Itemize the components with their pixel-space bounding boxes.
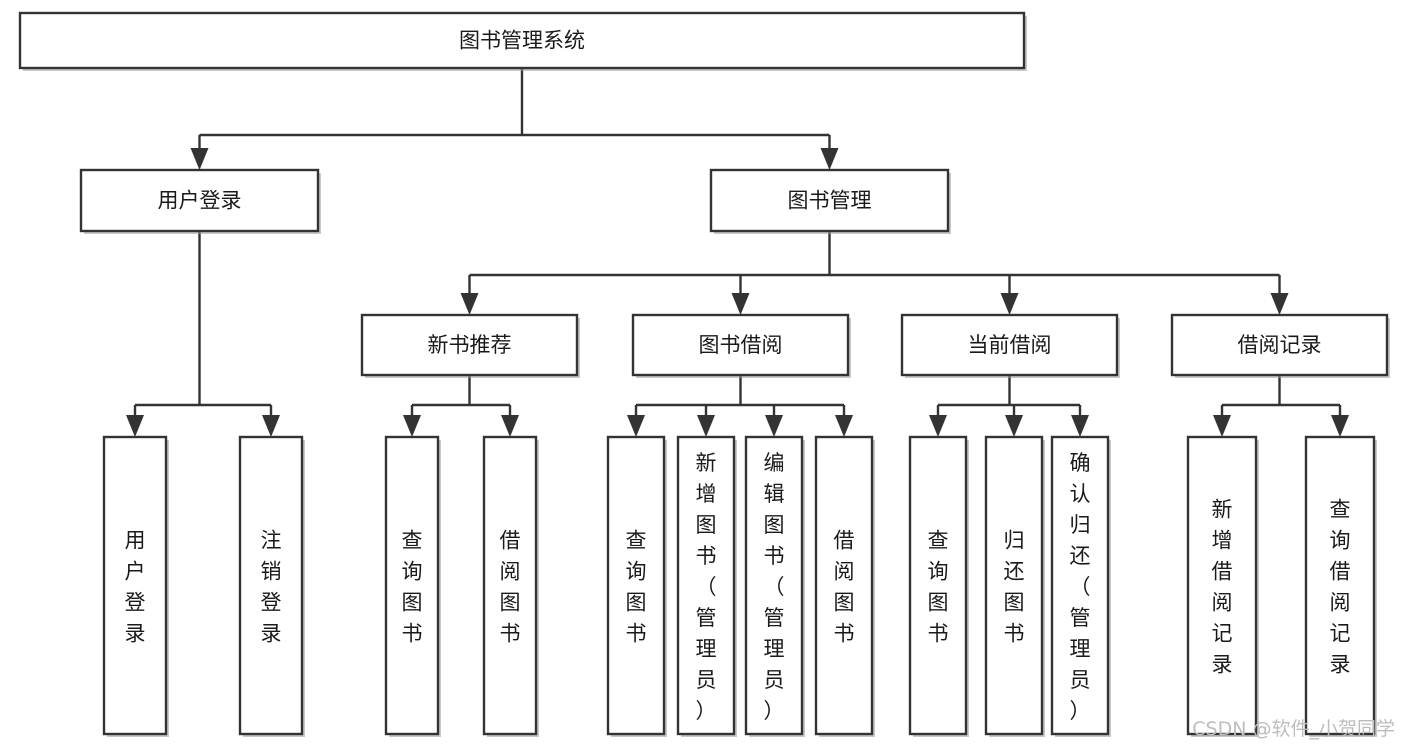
node-leaf-query-book-3[interactable]: 查询图书 (908, 435, 969, 737)
node-leaf-edit-book-label: 编辑图书（管理员） (764, 451, 785, 723)
node-new-book-recommend-label: 新书推荐 (428, 333, 512, 357)
node-user-login-label: 用户登录 (158, 189, 242, 213)
node-borrow-record[interactable]: 借阅记录 (1170, 313, 1390, 378)
node-leaf-user-login[interactable]: 用户登录 (102, 435, 169, 737)
node-leaf-add-record-label: 新增借阅记录 (1212, 498, 1233, 677)
node-leaf-user-logout[interactable]: 注销登录 (238, 435, 305, 737)
node-leaf-borrow-book-2-label: 借阅图书 (834, 529, 855, 646)
node-leaf-add-record[interactable]: 新增借阅记录 (1186, 435, 1259, 737)
node-leaf-query-book-2-label: 查询图书 (626, 529, 647, 646)
node-leaf-confirm-return-label: 确认归还（管理员） (1070, 451, 1091, 723)
node-book-borrow-label: 图书借阅 (699, 333, 783, 357)
node-leaf-query-record[interactable]: 查询借阅记录 (1304, 435, 1377, 737)
node-leaf-user-logout-label: 注销登录 (261, 529, 282, 646)
node-leaf-query-book-3-label: 查询图书 (928, 529, 949, 646)
node-leaf-query-record-label: 查询借阅记录 (1330, 498, 1351, 677)
node-leaf-edit-book[interactable]: 编辑图书（管理员） (744, 435, 805, 737)
node-root-system[interactable]: 图书管理系统 (18, 11, 1027, 71)
node-current-borrow[interactable]: 当前借阅 (900, 313, 1120, 378)
node-leaf-query-book-1-label: 查询图书 (402, 529, 423, 646)
node-leaf-return-book-label: 归还图书 (1004, 529, 1025, 646)
node-current-borrow-label: 当前借阅 (968, 333, 1052, 357)
node-user-login[interactable]: 用户登录 (79, 168, 321, 234)
node-leaf-borrow-book-2[interactable]: 借阅图书 (814, 435, 875, 737)
csdn-watermark: CSDN @软件_小贺同学 (1192, 718, 1395, 740)
diagram-nodes: 图书管理系统用户登录图书管理新书推荐图书借阅当前借阅借阅记录用户登录注销登录查询… (18, 11, 1390, 737)
node-leaf-borrow-book-1-label: 借阅图书 (500, 529, 521, 646)
node-borrow-record-label: 借阅记录 (1238, 333, 1322, 357)
node-leaf-return-book[interactable]: 归还图书 (984, 435, 1045, 737)
node-book-manage[interactable]: 图书管理 (709, 168, 951, 234)
node-leaf-add-book[interactable]: 新增图书（管理员） (676, 435, 737, 737)
node-leaf-add-book-label: 新增图书（管理员） (696, 451, 717, 723)
node-new-book-recommend[interactable]: 新书推荐 (360, 313, 580, 378)
node-leaf-query-book-2[interactable]: 查询图书 (606, 435, 667, 737)
connector-lines (126, 68, 1349, 437)
node-leaf-user-login-label: 用户登录 (125, 529, 146, 646)
node-root-system-label: 图书管理系统 (459, 29, 585, 53)
node-leaf-query-book-1[interactable]: 查询图书 (384, 435, 441, 737)
node-leaf-confirm-return[interactable]: 确认归还（管理员） (1050, 435, 1111, 737)
node-book-manage-label: 图书管理 (788, 189, 872, 213)
node-book-borrow[interactable]: 图书借阅 (631, 313, 851, 378)
node-leaf-borrow-book-1[interactable]: 借阅图书 (482, 435, 539, 737)
